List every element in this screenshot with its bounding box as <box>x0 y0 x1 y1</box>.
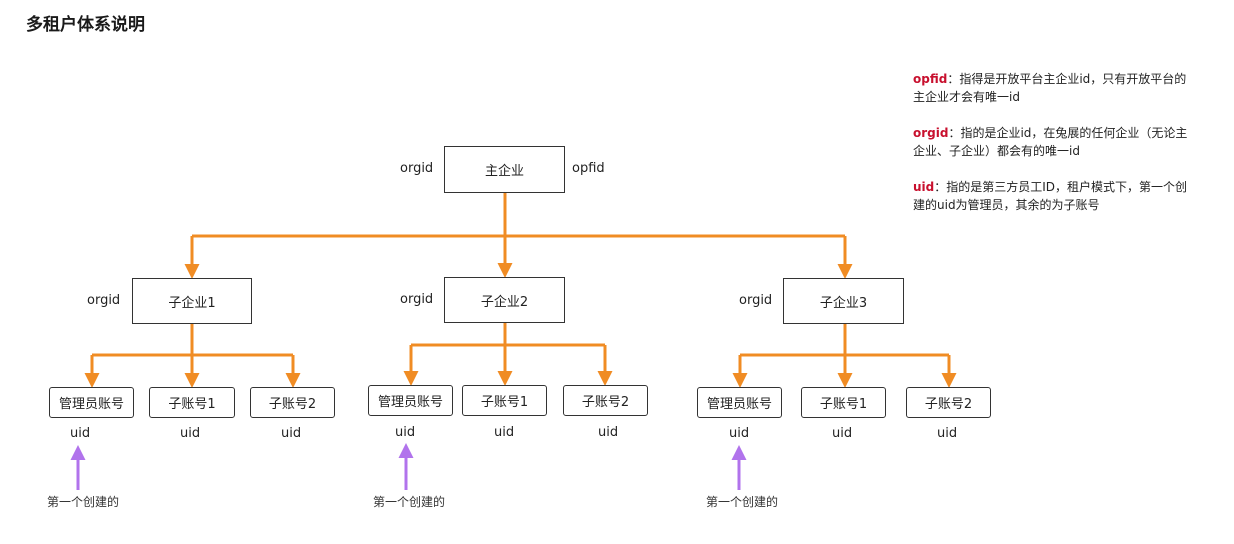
legend-uid-text-1: ：指的是第三方员工ID，租户模式下，第一个创 <box>934 180 1188 194</box>
branch-1-sub-account-1-uid-label: uid <box>180 426 201 441</box>
branch-3-sub-account-2-box: 子账号2 <box>906 387 991 418</box>
branch-2-orgid-label: orgid <box>400 292 434 307</box>
branch-3-sub-account-2-uid-label: uid <box>937 426 958 441</box>
legend-orgid: orgid：指的是企业id，在兔展的任何企业（无论主 企业、子企业）都会有的唯一… <box>913 124 1213 160</box>
legend-uid-term: uid <box>913 180 935 194</box>
branch-3-first-created-note: 第一个创建的 <box>706 495 779 509</box>
root-opfid-label: opfid <box>572 161 605 176</box>
branch-1-admin-account-box: 管理员账号 <box>49 387 134 418</box>
legend-orgid-term: orgid <box>913 126 949 140</box>
branch-2-admin-account-box: 管理员账号 <box>368 385 453 416</box>
branch-1-sub-account-1-box: 子账号1 <box>149 387 235 418</box>
branch-2-sub-account-2-box: 子账号2 <box>563 385 648 416</box>
branch-2-sub-account-1-box: 子账号1 <box>462 385 547 416</box>
root-enterprise-box: 主企业 <box>444 146 565 193</box>
legend-uid-text-2: 建的uid为管理员，其余的为子账号 <box>913 198 1100 212</box>
branch-3-orgid-label: orgid <box>739 293 773 308</box>
legend-opfid-line-1: opfid：指得是开放平台主企业id，只有开放平台的 <box>913 70 1213 88</box>
root-orgid-label: orgid <box>400 161 434 176</box>
legend-uid-line-1: uid：指的是第三方员工ID，租户模式下，第一个创 <box>913 178 1213 196</box>
branch-2-admin-uid-label: uid <box>395 425 416 440</box>
branch-3-admin-account-box: 管理员账号 <box>697 387 782 418</box>
sub-enterprise-3-box: 子企业3 <box>783 278 904 324</box>
branch-1-sub-account-2-uid-label: uid <box>281 426 302 441</box>
legend-opfid: opfid：指得是开放平台主企业id，只有开放平台的 主企业才会有唯一id <box>913 70 1213 106</box>
legend-orgid-line-1: orgid：指的是企业id，在兔展的任何企业（无论主 <box>913 124 1213 142</box>
branch-3-sub-account-1-box: 子账号1 <box>801 387 886 418</box>
branch-1-sub-account-2-box: 子账号2 <box>250 387 335 418</box>
legend-opfid-text-2: 主企业才会有唯一id <box>913 90 1020 104</box>
branch-1-first-created-note: 第一个创建的 <box>47 495 120 509</box>
branch-2-sub-account-2-uid-label: uid <box>598 425 619 440</box>
branch-2-first-created-note: 第一个创建的 <box>373 495 446 509</box>
branch-1-orgid-label: orgid <box>87 293 121 308</box>
page-title: 多租户体系说明 <box>26 15 145 35</box>
legend-orgid-text-1: ：指的是企业id，在兔展的任何企业（无论主 <box>948 126 1188 140</box>
branch-2-sub-account-1-uid-label: uid <box>494 425 515 440</box>
branch-3-admin-uid-label: uid <box>729 426 750 441</box>
sub-enterprise-1-box: 子企业1 <box>132 278 252 324</box>
legend-opfid-text-1: ：指得是开放平台主企业id，只有开放平台的 <box>947 72 1187 86</box>
sub-enterprise-2-box: 子企业2 <box>444 277 565 323</box>
branch-3-sub-account-1-uid-label: uid <box>832 426 853 441</box>
legend-uid: uid：指的是第三方员工ID，租户模式下，第一个创 建的uid为管理员，其余的为… <box>913 178 1213 214</box>
branch-1-admin-uid-label: uid <box>70 426 91 441</box>
legend-opfid-term: opfid <box>913 72 948 86</box>
legend-orgid-text-2: 企业、子企业）都会有的唯一id <box>913 144 1080 158</box>
